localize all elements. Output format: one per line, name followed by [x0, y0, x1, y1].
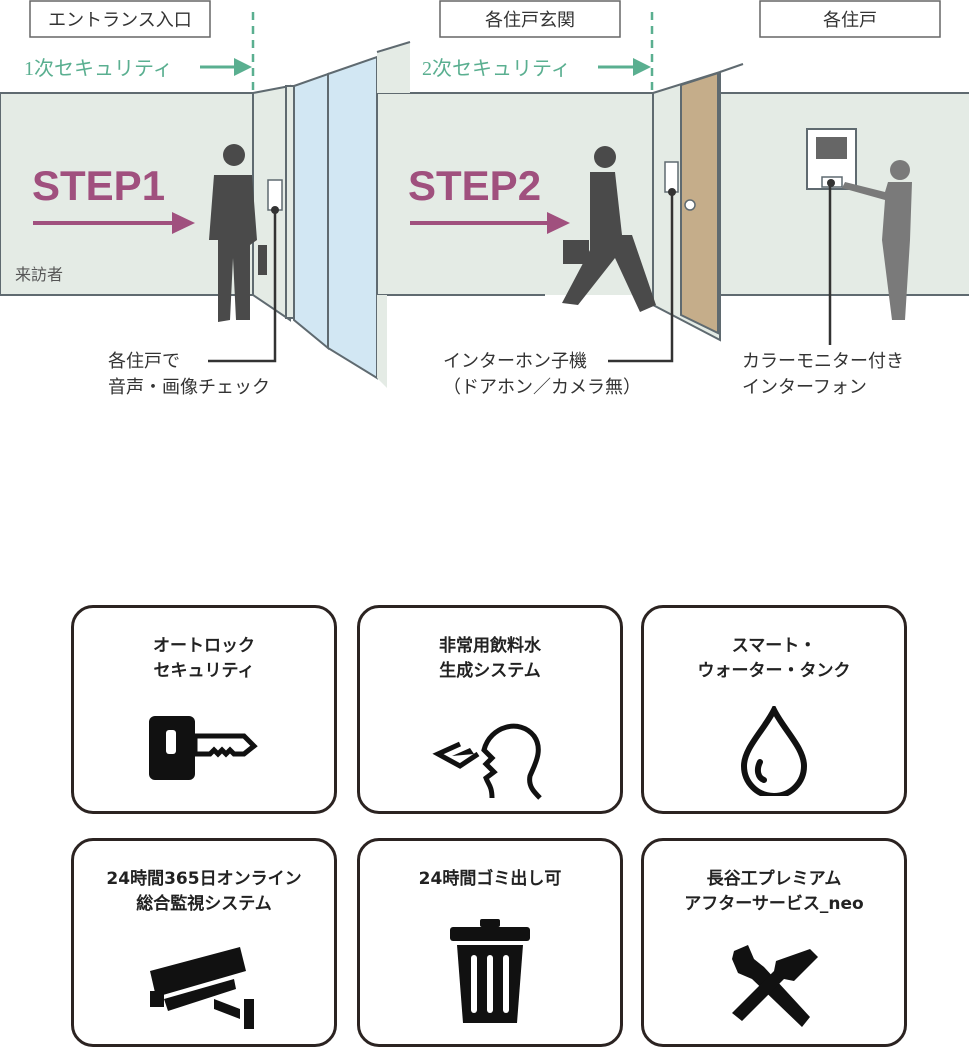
callout-1-line-2: 音声・画像チェック: [108, 377, 270, 397]
key-icon: [149, 716, 258, 780]
feature-title: 非常用飲料水 生成システム: [439, 636, 541, 681]
drinking-water-icon: [432, 723, 542, 800]
security-flow-diagram: エントランス入口 各住戸玄関 各住戸 1次セキュリティ 2次セキュリティ STE…: [0, 0, 969, 397]
feature-card-after-service: 長谷工プレミアム アフターサービス_neo: [641, 838, 907, 1047]
feature-card-emergency-water: 非常用飲料水 生成システム: [357, 605, 623, 814]
feature-card-24h-garbage: 24時間ゴミ出し可: [357, 838, 623, 1047]
feature-card-smart-water-tank: スマート・ ウォーター・タンク: [641, 605, 907, 814]
callout-3-line-1: カラーモニター付き: [742, 351, 904, 371]
resident-person-icon: [842, 160, 912, 320]
tools-icon: [732, 945, 818, 1027]
callout-2-line-1: インターホン子機: [443, 351, 587, 371]
callout-1-line-1: 各住戸で: [108, 351, 180, 371]
security-camera-icon: [150, 947, 254, 1029]
feature-title: スマート・ ウォーター・タンク: [697, 636, 851, 681]
feature-card-autolock: オートロック セキュリティ: [71, 605, 337, 814]
feature-title: 長谷工プレミアム アフターサービス_neo: [684, 869, 864, 914]
water-drop-icon: [740, 706, 808, 796]
security-1-label: 1次セキュリティ: [24, 57, 173, 80]
feature-card-online-monitoring: 24時間365日オンライン 総合監視システム: [71, 838, 337, 1047]
zone-label-front-door: 各住戸玄関: [485, 10, 575, 30]
visitor-label: 来訪者: [15, 266, 63, 284]
zone-label-entrance: エントランス入口: [48, 10, 192, 30]
feature-title: 24時間365日オンライン 総合監視システム: [106, 869, 302, 914]
feature-title: オートロック セキュリティ: [153, 636, 255, 681]
visitor-person-icon: [209, 144, 267, 322]
security-2-label: 2次セキュリティ: [422, 57, 571, 80]
feature-title: 24時間ゴミ出し可: [418, 869, 562, 889]
step2-label: STEP2: [408, 162, 541, 209]
walking-person-icon: [562, 146, 656, 312]
zone-label-unit: 各住戸: [823, 10, 877, 30]
callout-3-line-2: インターフォン: [742, 377, 867, 397]
callout-2-line-2: （ドアホン／カメラ無）: [443, 377, 641, 397]
trash-can-icon: [450, 919, 530, 1023]
step1-label: STEP1: [32, 162, 165, 209]
